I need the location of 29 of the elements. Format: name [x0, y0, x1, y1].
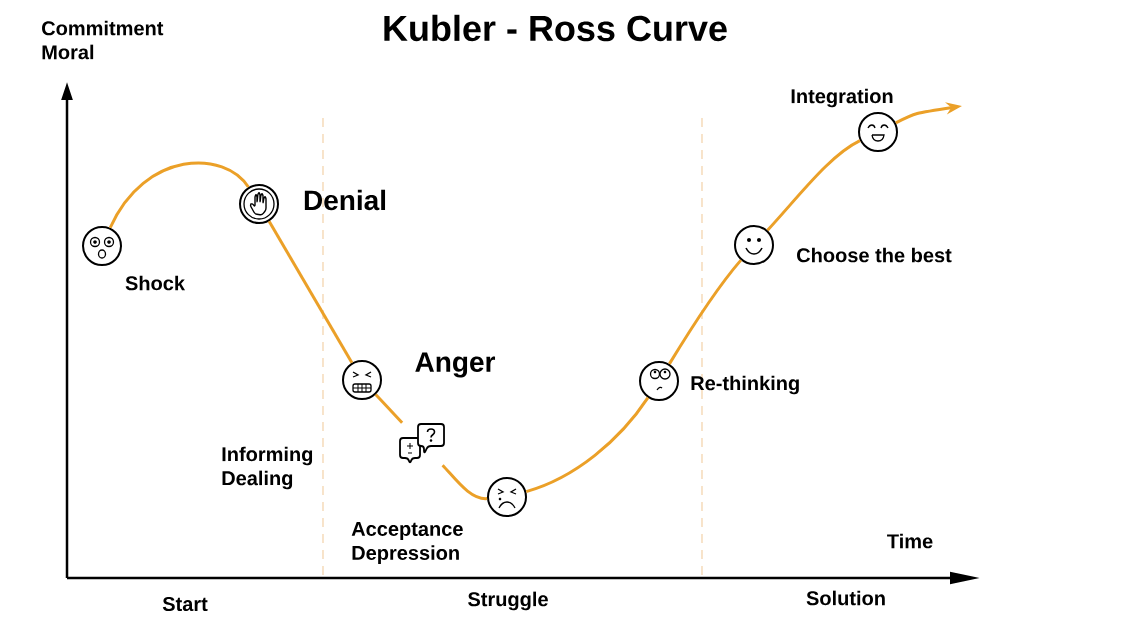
stage-label: Denial [304, 189, 386, 211]
curve-segment [668, 259, 743, 365]
phase-label: Struggle [468, 591, 548, 611]
curve-segment [525, 396, 650, 494]
stage-label: Acceptance Depression [351, 522, 463, 564]
stage-label: Shock [125, 275, 186, 291]
speech-bubbles-icon [399, 423, 445, 464]
thinking-face-icon [639, 361, 679, 401]
stage-label: Re-thinking [691, 375, 799, 395]
curve-segment [374, 393, 404, 424]
phase-label: Start [162, 596, 208, 612]
sad-face-icon [487, 477, 527, 517]
stage-label: Informing Dealing [222, 446, 313, 490]
laughing-face-icon [858, 112, 898, 152]
curve-segment [108, 161, 250, 229]
stage-label: Choose the best [797, 247, 952, 263]
curve-segment [267, 220, 354, 364]
smiling-face-icon [734, 225, 774, 265]
shocked-face-icon [82, 226, 122, 266]
hand-icon [239, 184, 279, 224]
stage-label: Integration [791, 88, 893, 108]
axis-label: Commitment Moral [42, 20, 164, 60]
title: Kubler - Ross Curve [384, 14, 727, 42]
axis-label: Time [887, 533, 933, 549]
curve-segment [441, 464, 488, 501]
angry-face-icon [342, 360, 382, 400]
stage-label: Anger [415, 352, 496, 378]
curve-segment [766, 139, 861, 232]
phase-label: Solution [806, 590, 885, 606]
